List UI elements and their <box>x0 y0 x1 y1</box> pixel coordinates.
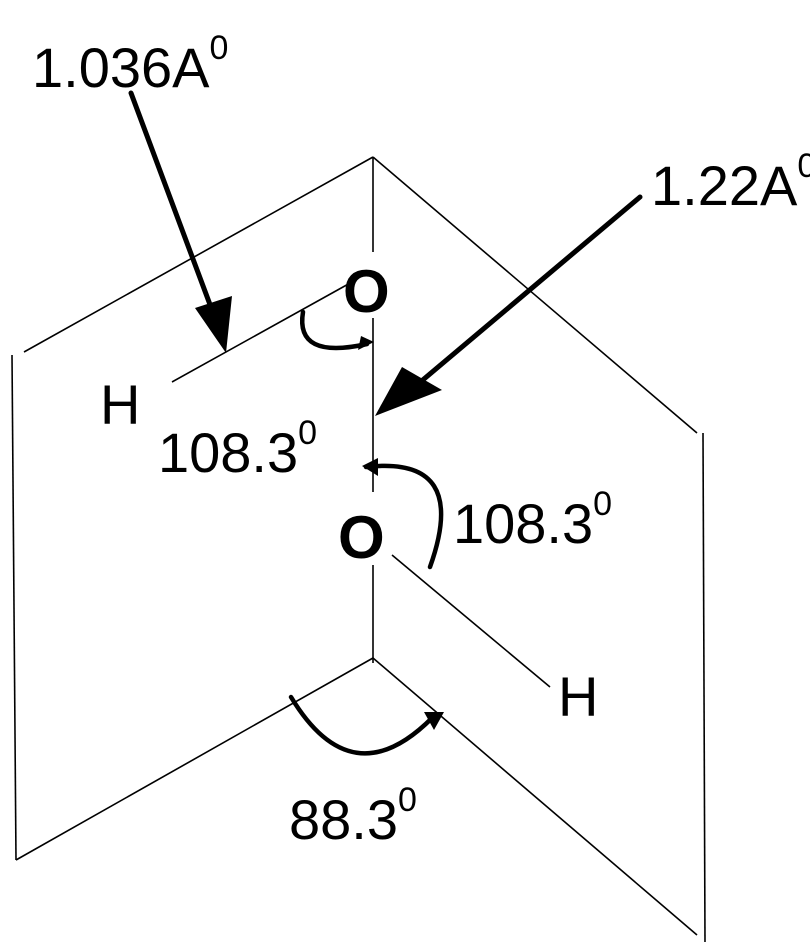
arrow-head <box>195 296 232 353</box>
arc-head <box>362 458 378 476</box>
oh-bond-top <box>171 281 353 383</box>
right-plane-bottom-edge <box>372 657 698 936</box>
left-plane-outer-edge <box>11 354 17 861</box>
hydrogen-right-atom: H <box>558 665 598 728</box>
oh-bond-length-label: 1.036A0 <box>32 29 228 99</box>
right-plane-top-edge <box>372 156 698 434</box>
oxygen-bottom-atom: O <box>338 504 385 571</box>
hydrogen-left-atom: H <box>100 373 140 436</box>
angle-label-bottom: 108.30 <box>453 485 612 555</box>
right-plane <box>372 156 706 943</box>
left-plane-bottom-edge <box>15 657 374 861</box>
arc-head <box>424 712 444 730</box>
angle-label-top: 108.30 <box>158 414 317 484</box>
oo-bond-length-label: 1.22A0 <box>651 147 810 217</box>
arrow-head <box>375 367 442 416</box>
angle-arc-bottom <box>362 458 444 570</box>
right-plane-outer-edge <box>702 432 706 943</box>
arc-head <box>358 336 374 350</box>
oh-bond-bottom <box>391 554 551 688</box>
dihedral-angle-label: 88.30 <box>289 781 417 851</box>
oh-bond-length-arrow <box>128 90 232 353</box>
angle-arc-top <box>299 309 374 351</box>
left-plane-top-edge <box>23 156 374 353</box>
oxygen-top-atom: O <box>343 258 390 325</box>
left-plane <box>11 156 374 861</box>
dihedral-angle-arc <box>288 694 444 756</box>
oo-bond-length-arrow <box>375 194 643 416</box>
